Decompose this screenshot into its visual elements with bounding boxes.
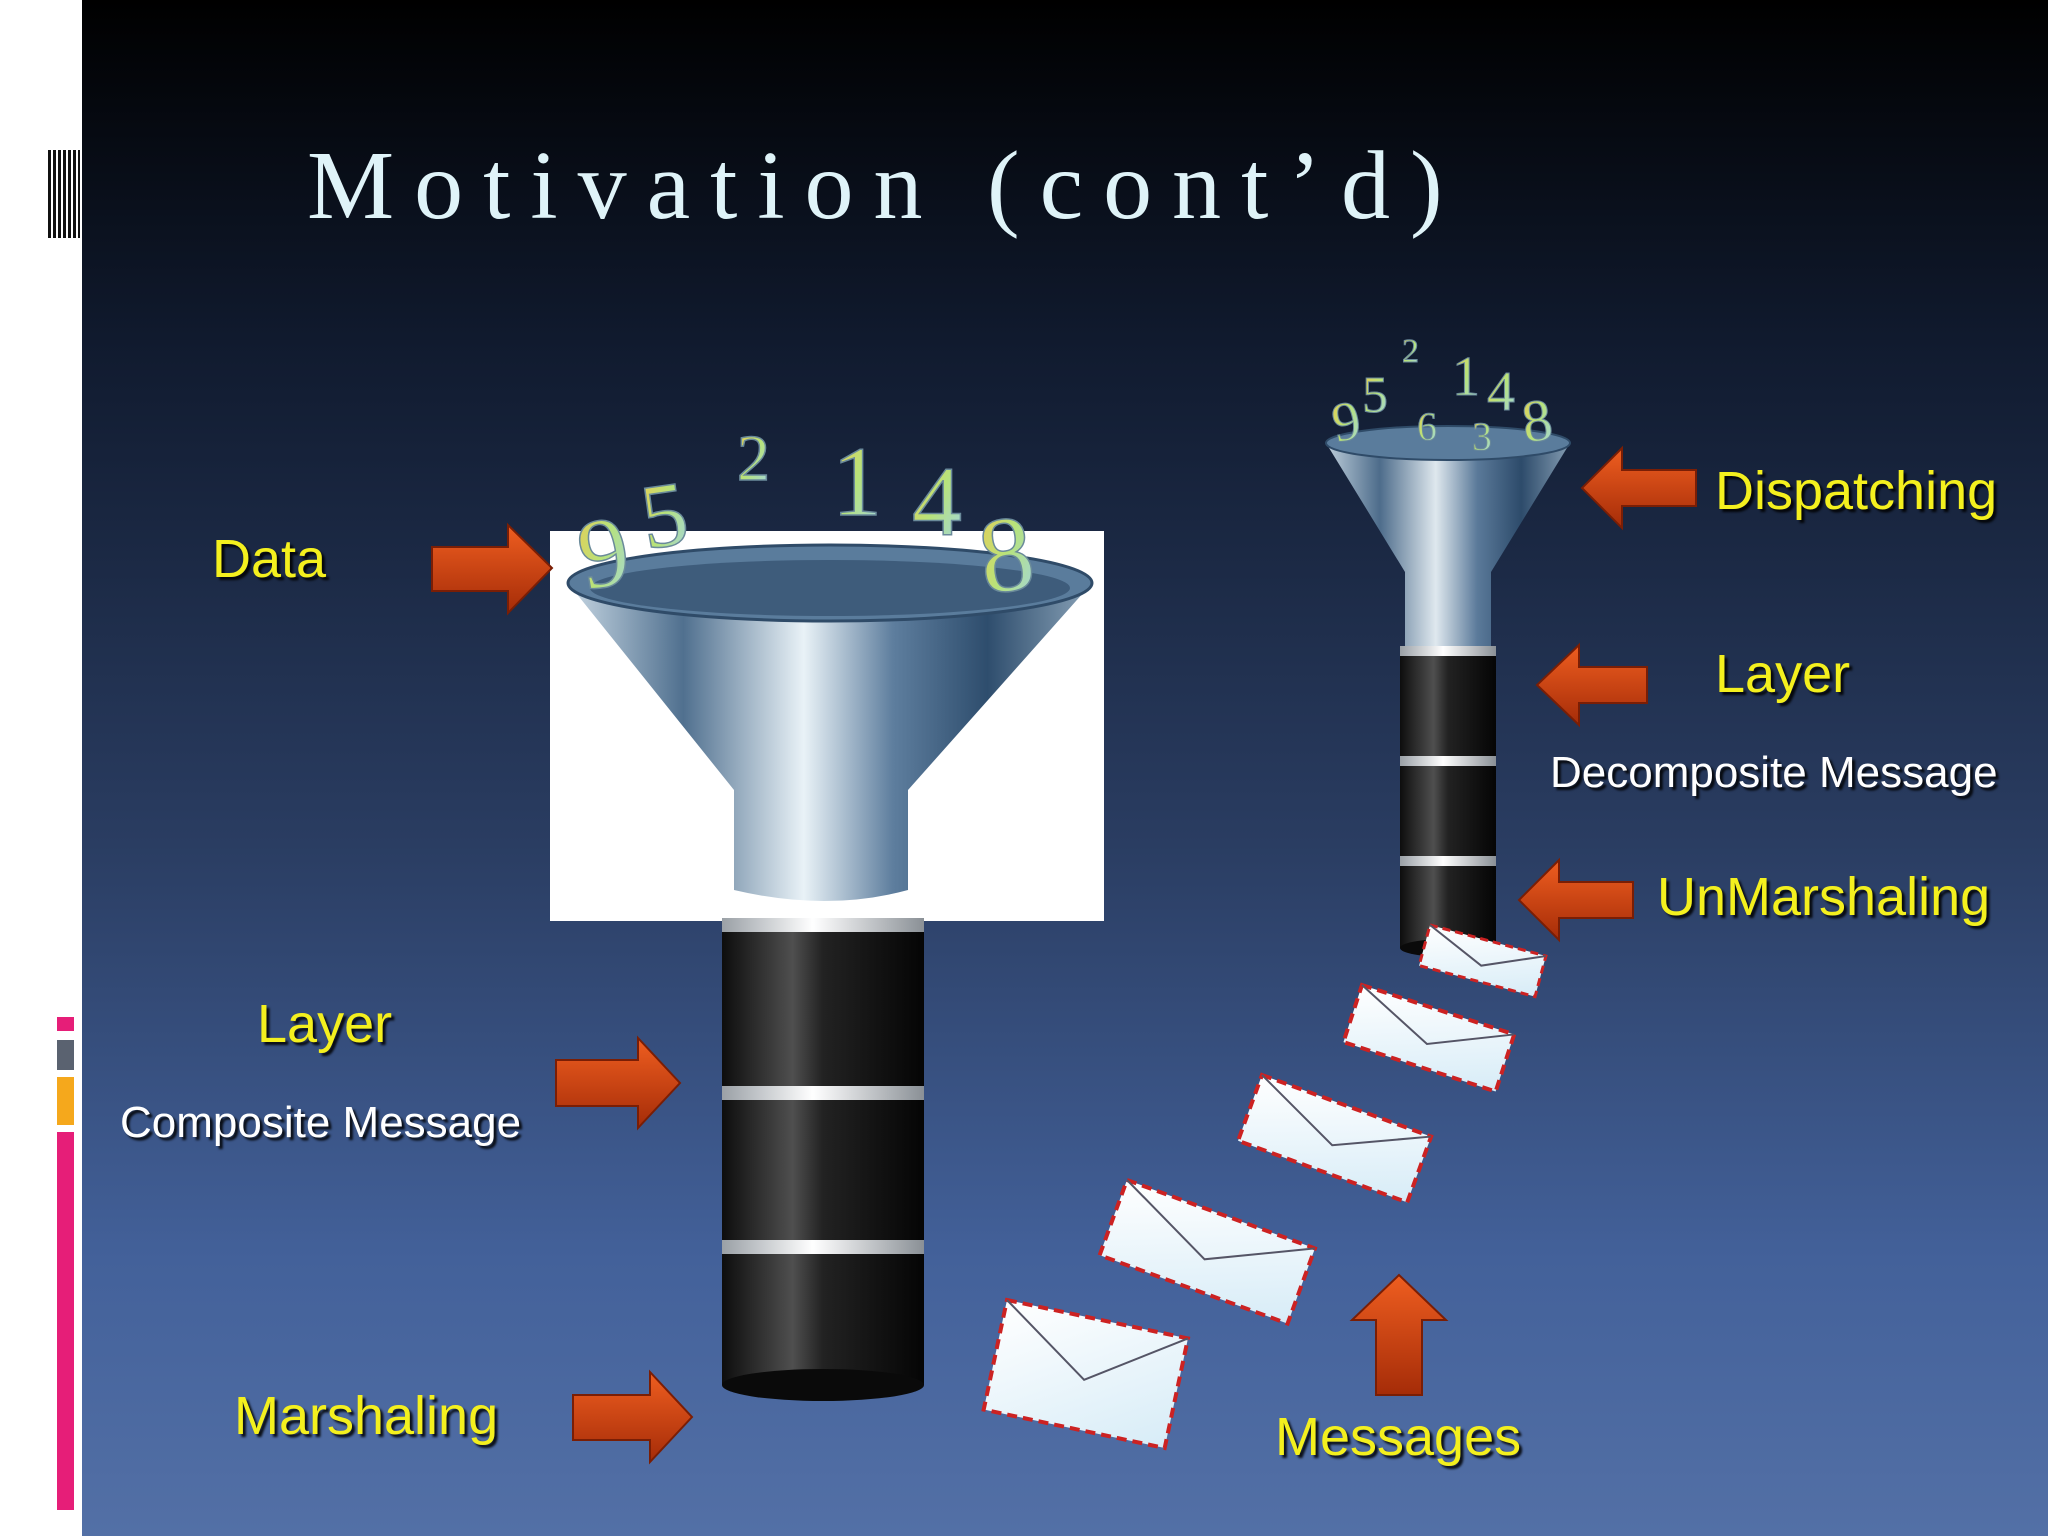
decomposite-message-label: Decomposite Message bbox=[1550, 748, 1998, 797]
barcode-decoration bbox=[48, 150, 80, 238]
unmarshaling-label: UnMarshaling bbox=[1657, 867, 1991, 927]
right-layer-arrow-icon bbox=[1535, 642, 1648, 728]
unmarshaling-arrow-icon bbox=[1517, 857, 1634, 943]
deco-segment-orange bbox=[57, 1077, 74, 1125]
left-layer-label: Layer bbox=[257, 994, 393, 1054]
digit: 2 bbox=[1402, 333, 1419, 370]
diagram-illustration: 9 5 2 1 4 8 9 5 2 1 4 8 6 3 bbox=[431, 333, 1697, 1465]
digit: 1 bbox=[832, 426, 882, 537]
digit: 4 bbox=[1487, 361, 1515, 423]
right-funnel-body bbox=[1326, 443, 1570, 655]
digit: 4 bbox=[912, 446, 962, 557]
left-cylinder-ring-2 bbox=[722, 1086, 924, 1100]
right-layer-label: Layer bbox=[1715, 644, 1851, 704]
left-funnel bbox=[550, 531, 1104, 921]
envelope-3 bbox=[1235, 1072, 1434, 1205]
left-cylinder bbox=[722, 918, 924, 1401]
digit: 5 bbox=[1362, 367, 1388, 424]
marshaling-arrow-icon bbox=[572, 1369, 694, 1465]
layer-arrow-icon bbox=[555, 1035, 682, 1131]
digit: 6 bbox=[1417, 404, 1437, 449]
right-funnel bbox=[1325, 425, 1571, 655]
deco-segment-gray bbox=[57, 1040, 74, 1070]
digit: 2 bbox=[737, 422, 770, 495]
composite-message-label: Composite Message bbox=[120, 1098, 522, 1147]
right-cylinder-ring-1 bbox=[1400, 646, 1496, 656]
digit: 3 bbox=[1472, 414, 1492, 459]
envelope-1 bbox=[981, 1297, 1191, 1451]
messages-label: Messages bbox=[1275, 1407, 1522, 1467]
slide-title: Motivation (cont’d) bbox=[307, 132, 1463, 240]
right-cylinder-ring-2 bbox=[1400, 756, 1496, 766]
right-cylinder-ring-3 bbox=[1400, 856, 1496, 866]
messages-arrow-icon bbox=[1349, 1273, 1449, 1396]
slide: Motivation (cont’d) bbox=[82, 0, 2048, 1536]
deco-segment-magenta-top bbox=[57, 1017, 74, 1031]
data-label: Data bbox=[212, 529, 327, 589]
left-cylinder-ring-1 bbox=[722, 918, 924, 932]
envelope-2 bbox=[1097, 1177, 1318, 1327]
left-funnel-body bbox=[568, 583, 1092, 901]
data-arrow-icon bbox=[431, 522, 554, 616]
envelope-4 bbox=[1340, 982, 1517, 1095]
envelopes bbox=[981, 923, 1548, 1451]
right-funnel-rim bbox=[1325, 425, 1571, 461]
left-cylinder-ring-3 bbox=[722, 1240, 924, 1254]
dispatching-label: Dispatching bbox=[1715, 461, 1998, 521]
dispatching-arrow-icon bbox=[1580, 445, 1697, 531]
right-cylinder bbox=[1400, 646, 1496, 957]
marshaling-label: Marshaling bbox=[234, 1386, 499, 1446]
digit: 1 bbox=[1452, 346, 1480, 408]
deco-segment-magenta bbox=[57, 1132, 74, 1510]
